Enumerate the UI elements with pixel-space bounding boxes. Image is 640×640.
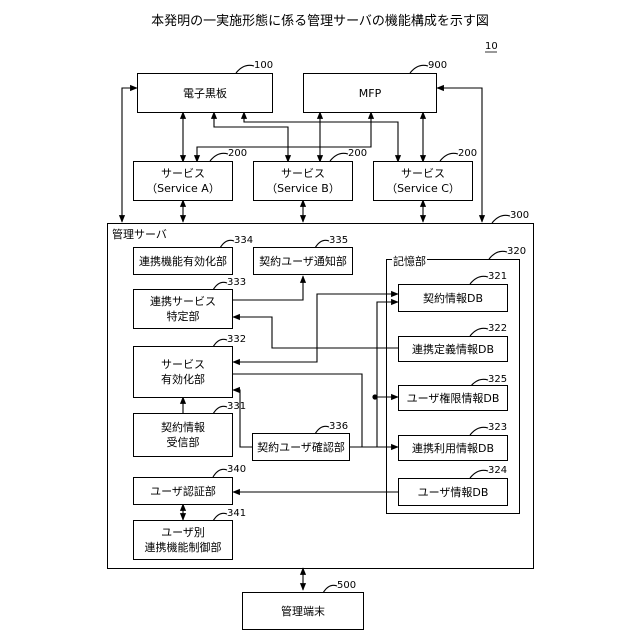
service-b-ref: 200 [348,148,367,159]
board-box: 電子黒板 [137,73,273,113]
coop-identify-line2: 特定部 [167,309,200,324]
user-auth-ref: 340 [227,464,246,475]
service-enable-ref: 332 [227,334,246,345]
system-ref: 10 [485,41,498,52]
board-label: 電子黒板 [183,86,227,101]
management-terminal-label: 管理端末 [281,604,325,619]
service-enable-line1: サービス [161,357,205,372]
user-control-line1: ユーザ別 [161,525,205,540]
service-c-label: サービス [401,166,445,181]
coop-enable-ref: 334 [234,235,253,246]
storage-label: 記憶部 [392,253,427,269]
storage-ref: 320 [507,246,526,257]
user-info-db-ref: 324 [488,465,507,476]
permission-db: ユーザ権限情報DB [398,385,508,411]
usage-db-label: 連携利用情報DB [412,441,494,456]
coop-identify-unit: 連携サービス 特定部 [133,289,233,329]
user-control-unit: ユーザ別 連携機能制御部 [133,520,233,560]
contract-confirm-ref: 336 [329,421,348,432]
service-b-label: サービス [281,166,325,181]
board-server-arrow [122,88,137,222]
coop-def-db: 連携定義情報DB [398,336,508,362]
contract-db: 契約情報DB [398,284,508,312]
coop-identify-ref: 333 [227,277,246,288]
service-enable-line2: 有効化部 [161,372,205,387]
contract-db-label: 契約情報DB [423,291,483,306]
user-auth-label: ユーザ認証部 [150,484,216,499]
management-server-label: 管理サーバ [112,226,167,242]
mfp-ref: 900 [428,60,447,71]
service-c-ref: 200 [458,148,477,159]
coop-identify-line1: 連携サービス [150,294,216,309]
board-serviceB-arrow [214,112,288,162]
service-b-box: サービス （Service B） [253,161,353,201]
service-a-label: サービス [161,166,205,181]
coop-enable-label: 連携機能有効化部 [139,254,227,269]
user-info-db: ユーザ情報DB [398,478,508,506]
contract-db-ref: 321 [488,271,507,282]
board-ref: 100 [254,60,273,71]
permission-db-label: ユーザ権限情報DB [407,391,500,406]
coop-def-db-ref: 322 [488,323,507,334]
figure-title: 本発明の一実施形態に係る管理サーバの機能構成を示す図 [0,10,640,29]
coop-enable-unit: 連携機能有効化部 [133,247,233,275]
contract-notify-label: 契約ユーザ通知部 [259,254,347,269]
service-c-sub: （Service C） [386,181,460,196]
service-a-sub: （Service A） [146,181,220,196]
management-terminal-box: 管理端末 [242,592,364,630]
coop-def-db-label: 連携定義情報DB [412,342,494,357]
permission-db-ref: 325 [488,374,507,385]
user-control-ref: 341 [227,508,246,519]
contract-confirm-unit: 契約ユーザ確認部 [252,433,350,461]
mfp-label: MFP [359,86,381,101]
management-server-ref: 300 [510,210,529,221]
user-info-db-label: ユーザ情報DB [418,485,489,500]
service-a-ref: 200 [228,148,247,159]
contract-notify-ref: 335 [329,235,348,246]
contract-receive-line2: 受信部 [167,435,200,450]
usage-db: 連携利用情報DB [398,435,508,461]
contract-notify-unit: 契約ユーザ通知部 [253,247,353,275]
user-control-line2: 連携機能制御部 [145,540,222,555]
service-c-box: サービス （Service C） [373,161,473,201]
contract-confirm-label: 契約ユーザ確認部 [257,440,345,455]
mfp-box: MFP [303,73,437,113]
board-serviceC-arrow [244,112,398,162]
mfp-serviceA-arrow [197,112,371,162]
usage-db-ref: 323 [488,422,507,433]
contract-receive-ref: 331 [227,401,246,412]
service-a-box: サービス （Service A） [133,161,233,201]
user-auth-unit: ユーザ認証部 [133,477,233,505]
service-b-sub: （Service B） [266,181,340,196]
management-terminal-ref: 500 [337,580,356,591]
contract-receive-line1: 契約情報 [161,420,205,435]
service-enable-unit: サービス 有効化部 [133,346,233,398]
contract-receive-unit: 契約情報 受信部 [133,413,233,457]
